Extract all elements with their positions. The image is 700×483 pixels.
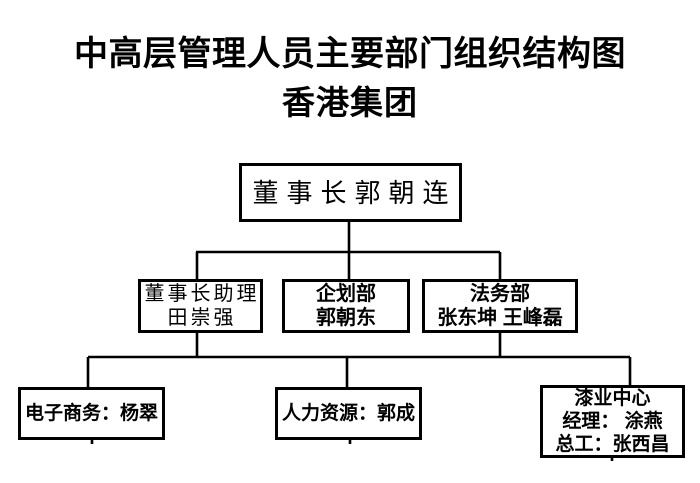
node-person: 张东坤 王峰磊	[437, 307, 563, 329]
node-chairman-label: 董事长郭朝连	[252, 177, 457, 208]
node-label: 人力资源：郭成	[281, 403, 415, 424]
node-ecommerce: 电子商务：杨翠	[18, 387, 165, 440]
node-title: 法务部	[470, 283, 530, 305]
node-label: 电子商务：杨翠	[24, 403, 158, 424]
node-chief-engineer: 总工：张西昌	[555, 434, 670, 455]
node-chairman: 董事长郭朝连	[239, 163, 462, 222]
chart-title: 中高层管理人员主要部门组织结构图	[74, 35, 626, 73]
node-person: 田崇强	[167, 307, 237, 329]
node-title: 企划部	[316, 283, 376, 305]
node-hr: 人力资源：郭成	[275, 387, 422, 440]
node-title: 董事长助理	[144, 283, 260, 305]
node-paint-center: 漆业中心 经理： 涂燕 总工：张西昌	[540, 385, 685, 458]
chart-subtitle: 香港集团	[282, 84, 418, 121]
node-chairman-assistant: 董事长助理 田崇强	[138, 279, 263, 333]
node-title: 漆业中心	[574, 388, 651, 409]
node-person: 郭朝东	[316, 307, 376, 329]
connector-path	[86, 222, 632, 461]
node-planning-dept: 企划部 郭朝东	[282, 279, 410, 333]
node-legal-dept: 法务部 张东坤 王峰磊	[422, 279, 578, 333]
node-manager: 经理： 涂燕	[562, 411, 663, 432]
